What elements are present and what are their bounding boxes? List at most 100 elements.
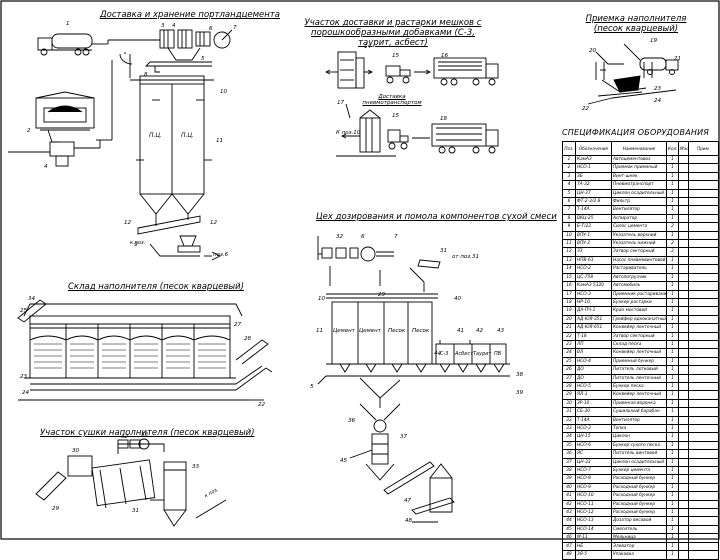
spec-cell	[688, 255, 719, 266]
spec-cell: 46	[562, 533, 576, 543]
spec-cell	[678, 499, 689, 510]
bin-label-cement-1: Цемент	[333, 328, 355, 334]
silo-label-1: П.Ц.	[149, 132, 162, 139]
spec-cell: 14	[562, 264, 576, 274]
spec-cell: 33	[562, 423, 576, 434]
svg-text:19: 19	[650, 38, 658, 44]
spec-cell	[688, 423, 719, 434]
cement-truck	[37, 33, 93, 56]
spec-cell: 1	[666, 171, 679, 182]
spec-cell: Т-18	[575, 331, 612, 341]
spec-cell: НСО-10	[575, 491, 612, 501]
spec-cell: 18	[562, 297, 576, 308]
spec-cell	[678, 306, 689, 316]
dryer-drum	[67, 455, 156, 509]
spec-cell	[678, 272, 689, 283]
spec-cell: 1	[666, 255, 679, 266]
spec-cell: Т-14А	[575, 205, 612, 215]
spec-cell: 2	[666, 222, 679, 232]
spec-cell: ВПУ-2	[575, 239, 612, 249]
packer	[429, 463, 453, 513]
spec-cell: 1	[666, 314, 679, 325]
spec-cell: 44	[562, 516, 576, 526]
spec-cell: 1	[666, 339, 679, 350]
cyclone-bin	[163, 461, 187, 527]
spec-cell: НСО-6	[575, 440, 612, 451]
spec-cell: 30	[562, 398, 576, 409]
svg-text:48: 48	[405, 518, 413, 524]
spec-cell: НСО-8	[575, 474, 612, 484]
spec-cell: Смеситель	[611, 524, 667, 535]
svg-text:9: 9	[134, 242, 138, 248]
spec-cell: Циклон осадительный	[611, 457, 667, 468]
spec-cell: 15	[562, 272, 576, 283]
spec-cell: 13	[562, 255, 576, 266]
spec-cell: 25	[562, 356, 576, 367]
spec-cell	[678, 508, 689, 518]
spec-cell: 1	[666, 381, 679, 392]
spec-cell	[678, 482, 689, 493]
svg-text:40: 40	[454, 296, 462, 302]
storage-building	[23, 303, 243, 391]
svg-text:43: 43	[497, 328, 505, 334]
svg-text:18: 18	[440, 116, 448, 122]
spec-cell: 1	[666, 331, 679, 341]
svg-text:5: 5	[310, 384, 314, 390]
spec-cell: 34	[562, 432, 576, 442]
spec-header: Кол.	[666, 141, 679, 156]
spec-cell: 1	[666, 440, 679, 451]
spec-header: Масса ед. кг	[678, 141, 689, 156]
spec-cell: 1	[666, 508, 679, 518]
spec-cell: 1	[666, 297, 679, 308]
spec-cell	[688, 365, 719, 375]
spec-cell	[688, 449, 719, 459]
spec-cell: 21	[562, 323, 576, 333]
spec-cell: 1	[666, 281, 679, 291]
spec-cell	[678, 339, 689, 350]
spec-cell	[688, 197, 719, 207]
spec-cell: 1	[666, 432, 679, 442]
spec-cell: 45	[562, 524, 576, 535]
spec-cell: НСО-2	[575, 264, 612, 274]
spec-cell: Автопогрузчик	[611, 272, 667, 283]
spec-cell: КамАЗ 5320	[575, 281, 612, 291]
bin-label-sand-1: Песок	[388, 328, 406, 334]
forklift-top	[385, 65, 411, 84]
spec-cell: НСО-4	[575, 356, 612, 367]
spec-cell: Автомобиль	[611, 281, 667, 291]
cement-silos	[130, 75, 214, 215]
spec-cell: 40	[562, 482, 576, 493]
spec-cell	[678, 381, 689, 392]
spec-cell: Циклон осадительный	[611, 188, 667, 199]
spec-cell: ЦН-33	[575, 457, 612, 468]
spec-cell: НПВ-63	[575, 255, 612, 266]
spec-cell	[678, 222, 689, 232]
spec-cell: 7	[562, 205, 576, 215]
spec-cell: 41	[562, 491, 576, 501]
title-cement-storage: Доставка и хранение портландцемента	[100, 10, 280, 20]
spec-header: Прим.	[688, 141, 719, 156]
spec-cell: 1	[666, 415, 679, 426]
spec-cell	[678, 255, 689, 266]
note-from-pos: от поз.31	[452, 254, 479, 260]
powder-warehouse-top	[337, 51, 365, 89]
spec-cell: 42	[562, 499, 576, 510]
spec-cell: 2	[666, 247, 679, 257]
spec-cell	[688, 230, 719, 241]
spec-cell: 1	[666, 356, 679, 367]
spec-cell	[678, 524, 689, 535]
spec-cell: 29	[562, 390, 576, 400]
spec-cell: Конвейер ленточный	[611, 348, 667, 358]
spec-cell: 1	[666, 205, 679, 215]
